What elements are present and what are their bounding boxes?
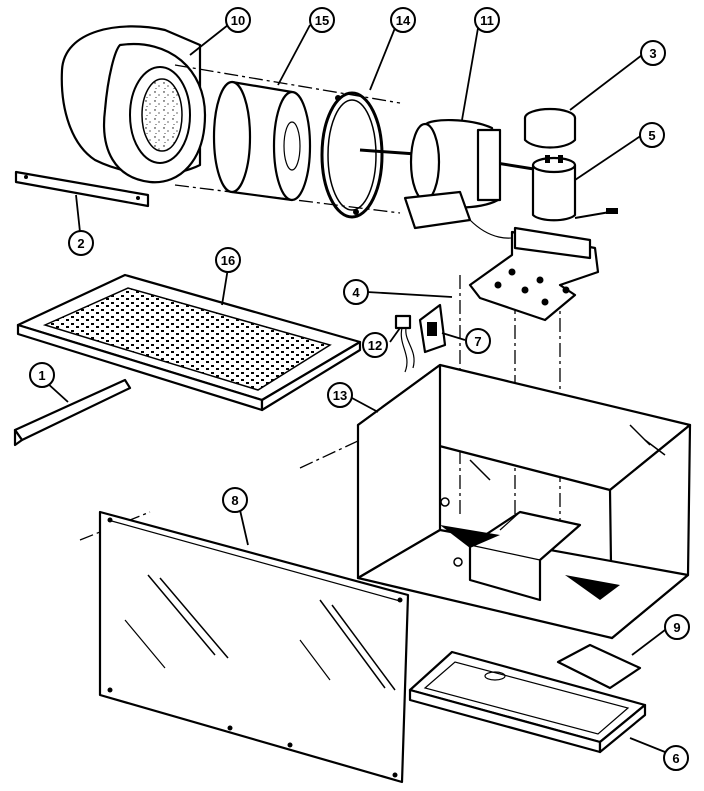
callout-label: 3 bbox=[649, 46, 656, 61]
upper-bracket bbox=[14, 170, 150, 208]
front-panel bbox=[98, 510, 410, 784]
callout-label: 8 bbox=[231, 493, 238, 508]
capacitor bbox=[531, 155, 618, 222]
callout-2: 2 bbox=[68, 230, 94, 256]
callout-15: 15 bbox=[309, 7, 335, 33]
leader-lines bbox=[45, 24, 666, 753]
blower-housing bbox=[60, 25, 207, 184]
callout-6: 6 bbox=[663, 745, 689, 771]
callout-16: 16 bbox=[215, 247, 241, 273]
callout-10: 10 bbox=[225, 7, 251, 33]
callout-8: 8 bbox=[222, 487, 248, 513]
callout-label: 14 bbox=[396, 13, 411, 28]
callout-label: 9 bbox=[673, 620, 680, 635]
callout-13: 13 bbox=[327, 382, 353, 408]
callout-label: 13 bbox=[333, 388, 347, 403]
blower-motor bbox=[359, 118, 541, 239]
callout-14: 14 bbox=[390, 7, 416, 33]
callout-label: 15 bbox=[315, 13, 329, 28]
callout-label: 10 bbox=[231, 13, 245, 28]
callout-5: 5 bbox=[639, 122, 665, 148]
grease-filter bbox=[16, 273, 362, 412]
callout-11: 11 bbox=[474, 7, 500, 33]
callout-label: 5 bbox=[648, 128, 655, 143]
lower-bracket bbox=[13, 378, 132, 447]
receptacle bbox=[418, 303, 447, 354]
callout-label: 16 bbox=[221, 253, 235, 268]
filter-pad bbox=[556, 643, 642, 690]
callout-12: 12 bbox=[362, 332, 388, 358]
callout-7: 7 bbox=[465, 328, 491, 354]
callout-label: 7 bbox=[474, 334, 481, 349]
callout-label: 12 bbox=[368, 338, 382, 353]
callout-3: 3 bbox=[640, 40, 666, 66]
bottom-tray bbox=[408, 650, 647, 754]
callout-1: 1 bbox=[29, 362, 55, 388]
callout-label: 1 bbox=[38, 368, 45, 383]
callout-9: 9 bbox=[664, 614, 690, 640]
hood-body bbox=[356, 363, 692, 640]
ring-gasket bbox=[320, 91, 384, 219]
motor-mount-plate bbox=[468, 226, 600, 322]
callout-label: 4 bbox=[352, 285, 360, 300]
callout-4: 4 bbox=[343, 279, 369, 305]
capacitor-cover bbox=[523, 107, 577, 149]
wire-connector bbox=[394, 314, 415, 373]
callout-label: 2 bbox=[77, 236, 84, 251]
callout-label: 6 bbox=[672, 751, 679, 766]
blower-wheel bbox=[212, 80, 312, 202]
callout-label: 11 bbox=[480, 13, 494, 28]
